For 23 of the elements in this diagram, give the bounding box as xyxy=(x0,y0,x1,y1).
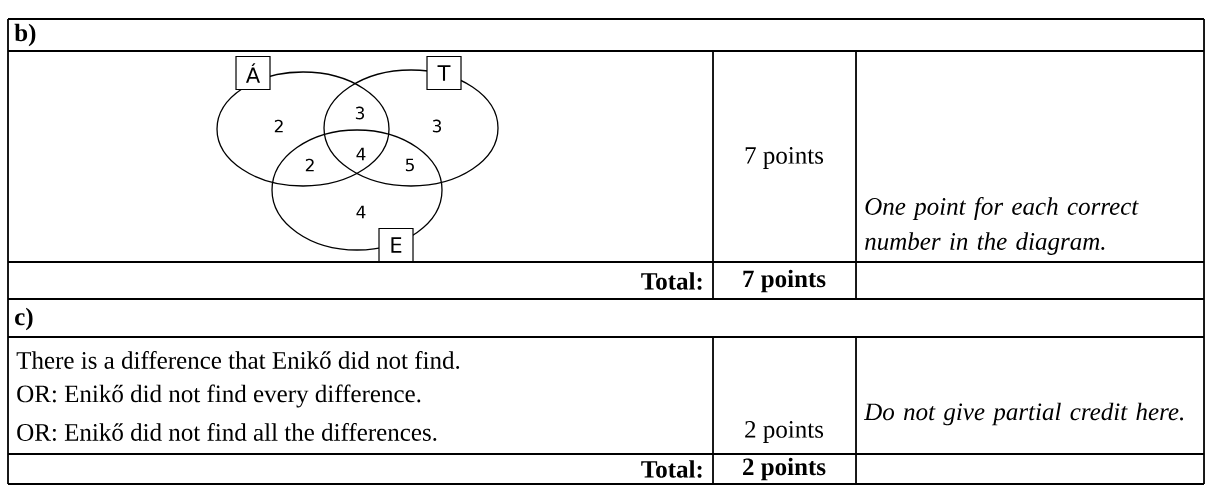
set-label-box: Á xyxy=(235,55,271,91)
total-label: Total: xyxy=(641,272,702,290)
points-value: 7 points xyxy=(745,147,824,169)
answer-text: OR: Enikő did not find every difference. xyxy=(17,384,421,408)
region-count: 5 xyxy=(405,158,414,172)
points-value: 2 points xyxy=(745,421,824,443)
total-label: Total: xyxy=(641,460,702,478)
set-label-box: T xyxy=(426,55,462,91)
part-label: b) xyxy=(14,23,36,47)
answer-text: OR: Enikő did not find all the differences. xyxy=(17,423,437,441)
region-count: 3 xyxy=(432,119,442,133)
region-count: 2 xyxy=(305,158,314,172)
total-points: 7 points xyxy=(743,269,826,293)
marking-note: Do not give partial credit here. xyxy=(863,402,1183,426)
region-count: 3 xyxy=(355,106,365,120)
marking-note: One point for each correct number in the diagram. xyxy=(865,197,1139,255)
region-count: 4 xyxy=(356,205,366,219)
part-label: c) xyxy=(15,307,33,331)
region-count: 2 xyxy=(274,119,283,133)
region-count: 4 xyxy=(356,147,366,161)
answer-text: There is a difference that Enikő did not find. xyxy=(16,351,460,369)
total-points: 2 points xyxy=(743,457,826,481)
set-label-box: E xyxy=(378,227,414,263)
